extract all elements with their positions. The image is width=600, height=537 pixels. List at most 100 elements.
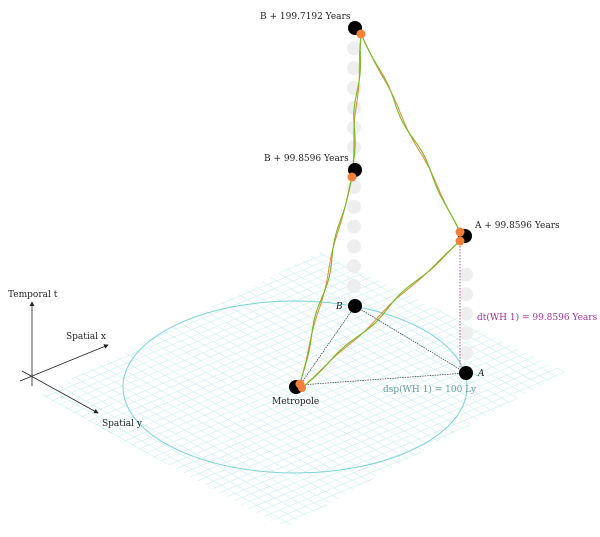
grid-line [302,260,534,390]
grid-line [115,356,354,491]
ghost-marker [347,199,361,214]
grid-line [66,381,307,517]
grid-line [147,339,385,473]
grid-line [253,285,487,417]
spatial-y-axis-label: Spatial y [102,419,143,429]
spatial-x-axis-label: Spatial x [66,332,106,342]
ghost-marker [459,346,473,360]
grid-line [205,352,527,485]
grid-line [294,264,526,395]
grid-line [219,360,543,493]
grid-line [43,269,356,398]
grid-line [278,272,510,403]
ghost-marker [347,41,361,56]
ghost-marker [459,306,473,321]
grid-line [117,307,434,438]
grid-line [256,425,470,513]
traveler-point [455,236,465,246]
spatial-distance-label: dsp(WH 1) = 100 Ly [383,384,477,395]
grid-line [139,343,378,478]
grid-line [209,257,333,309]
grid-line [123,352,362,486]
grid-line [51,272,364,402]
grid-line [212,356,535,489]
grid-line [98,364,339,499]
traveler-point [298,384,306,392]
grid-line [58,276,372,406]
grid-line [262,281,495,412]
grid-line [221,302,456,434]
a-label: A [477,369,485,379]
a-plus-1-label: A + 99.8596 Years [474,221,560,231]
grid-line [319,252,550,382]
ghost-marker [347,239,361,254]
ghost-marker [459,267,473,282]
ghost-marker [347,279,361,293]
ghost-marker [347,219,361,234]
grid-line [175,337,496,470]
temporal-distance-label: dt(WH 1) = 99.8596 Years [477,312,598,323]
grid-line [41,393,168,465]
axes: Temporal t Spatial x Spatial y [8,290,143,429]
grid-line [95,295,411,426]
light-year-radius-circle [122,300,468,474]
grid-line [140,261,341,344]
grid-line [58,385,299,521]
grid-line [204,310,440,443]
grid-line [156,335,393,469]
grid-line [279,253,325,273]
grid-line [557,368,565,373]
grid-line [124,311,442,442]
green-worldline [301,240,461,389]
grid-line [73,284,387,414]
temporal-axis-label: Temporal t [8,290,58,300]
b-plus-2-label: B + 199.7192 Years [260,12,351,22]
spatial-x-axis [19,344,109,382]
green-worldline [299,33,362,385]
grid-line [229,297,464,430]
grid-line [190,345,511,478]
grid-line [131,314,449,446]
spatial-y-axis [21,370,99,414]
grid-line [249,398,517,509]
grid-line [270,277,503,408]
grid-line [432,307,557,377]
grid-line [102,299,418,430]
metropole-label: Metropole [272,397,319,407]
grid-line [131,347,370,482]
grid-line [161,330,480,462]
ghost-marker [459,287,473,302]
worldline-paths [299,33,461,389]
green-worldline [360,33,461,233]
b-label: B [335,302,343,312]
grid-line [74,377,315,512]
grid-line [153,326,473,458]
grid-line [271,478,375,521]
traveler-point [356,29,366,39]
grid-line [168,333,488,466]
grid-line [87,291,403,422]
grid-line [245,289,479,421]
b-plus-1-label: B + 99.8596 Years [264,154,349,164]
b-a-link [354,305,467,374]
traveler-points [295,29,465,392]
traveler-point [347,172,357,182]
grid-line [172,327,409,460]
grid-line [310,256,542,386]
spatial-links [299,305,467,386]
grid-line [82,372,323,508]
ghost-marker [459,326,473,341]
grid-line [278,504,327,525]
b-point [348,299,362,313]
traveler-point [455,227,465,237]
grid-line [90,368,331,504]
grid-line [263,451,422,517]
ghost-marker [347,259,361,274]
grid-line [196,314,432,447]
grid-line [71,265,348,380]
metropole-b-link [299,305,356,386]
ghost-marker [347,61,361,76]
grid-line [65,280,380,410]
grid-line [80,288,395,418]
